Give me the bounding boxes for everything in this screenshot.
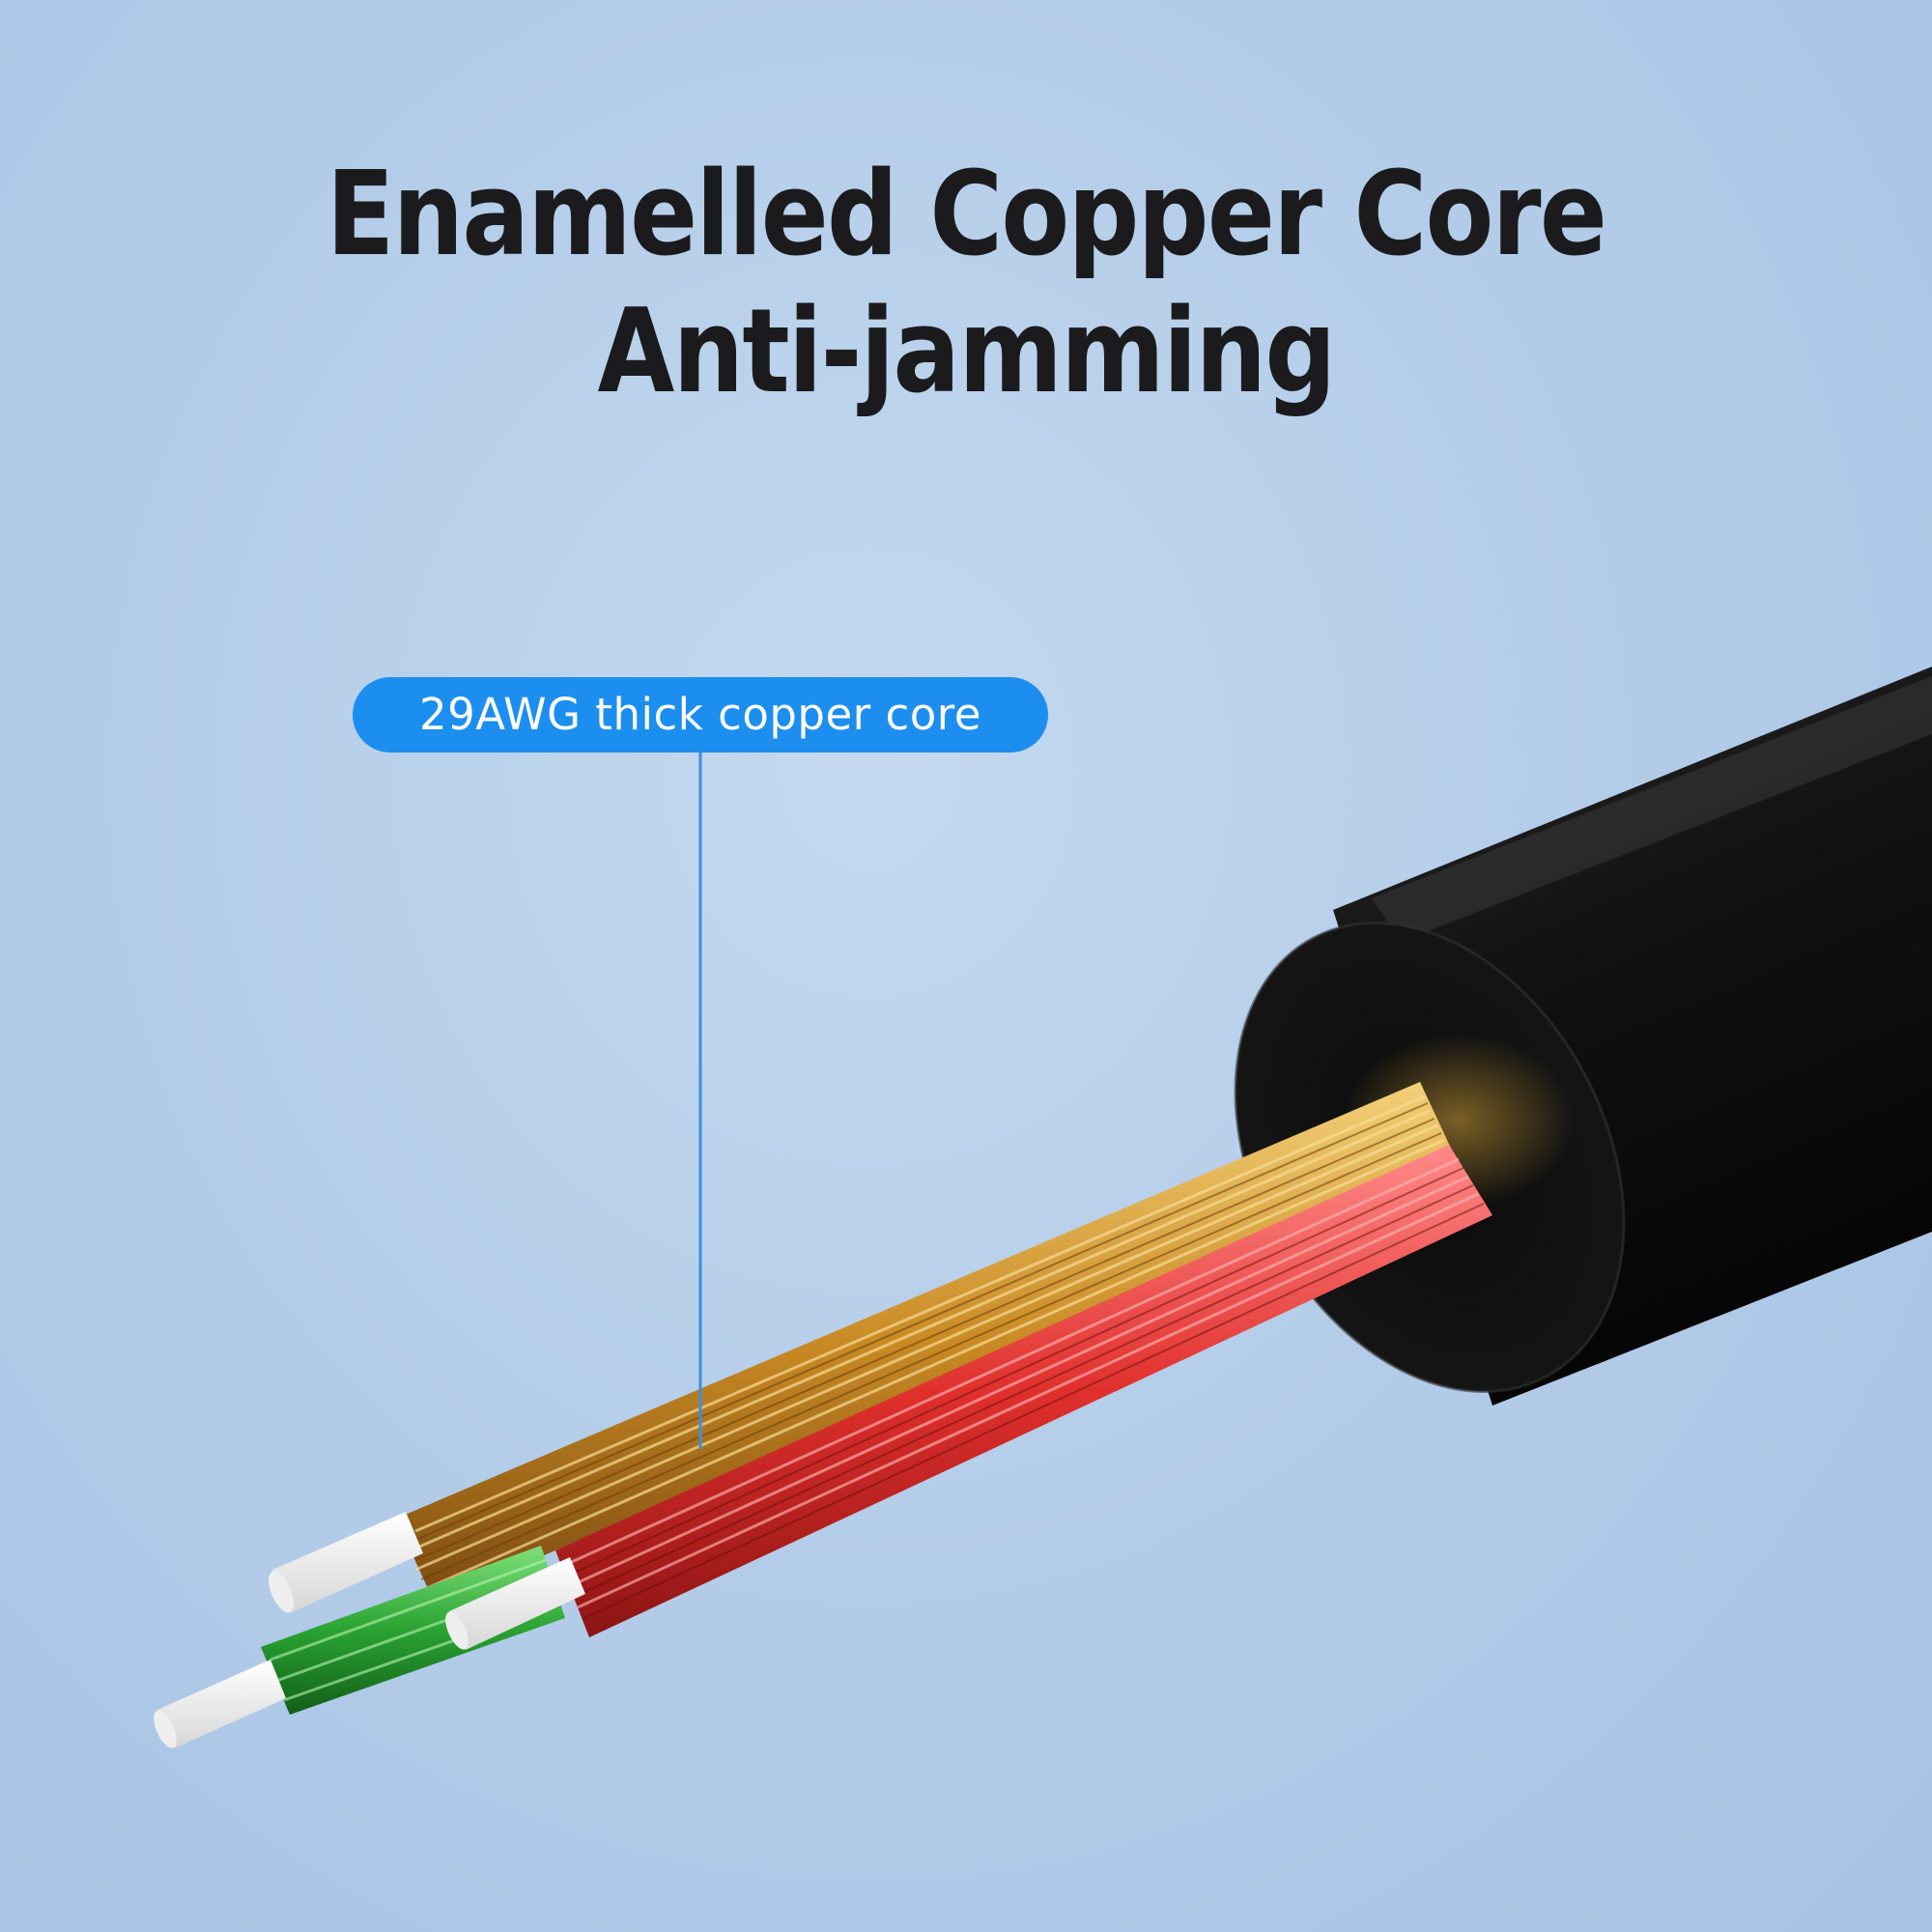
callout-label: 29AWG thick copper core (353, 677, 1048, 753)
headline-line1: Enamelled Copper Core (326, 148, 1607, 282)
cable-jacket (1234, 667, 1932, 1406)
insulator-tip-middle (445, 1557, 585, 1650)
insulator-tip-lower (154, 1660, 286, 1748)
insulator-tip-upper (268, 1512, 423, 1613)
red-conductor (555, 1145, 1492, 1637)
headline-line2: Anti-jamming (597, 285, 1336, 419)
gold-conductor (396, 1082, 1454, 1604)
